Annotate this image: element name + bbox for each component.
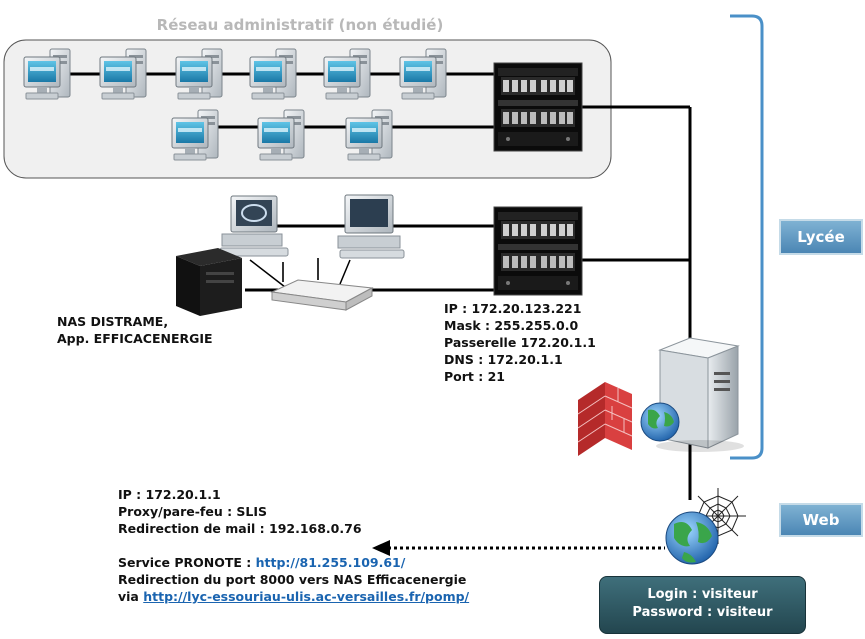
redirect-arrow — [372, 540, 665, 556]
via-line: via http://lyc-essouriau-ulis.ac-versail… — [118, 588, 469, 605]
pronote-link[interactable]: http://81.255.109.61/ — [255, 555, 406, 570]
port-redirection: Redirection du port 8000 vers NAS Effica… — [118, 572, 467, 587]
switch-gateway: Passerelle 172.20.1.1 — [444, 335, 596, 350]
globe-icon — [640, 402, 680, 442]
switch-dns: DNS : 172.20.1.1 — [444, 352, 563, 367]
pomp-link[interactable]: http://lyc-essouriau-ulis.ac-versailles.… — [143, 589, 470, 604]
router-links — [249, 259, 351, 288]
via-label: via — [118, 589, 144, 604]
pronote-label: Service PRONOTE : — [118, 555, 256, 570]
nas-caption: NAS DISTRAME, App. EFFICACENERGIE — [57, 313, 213, 347]
globe-icon — [665, 511, 719, 565]
lycee-label: Lycée — [779, 219, 863, 255]
web-label: Web — [779, 503, 863, 537]
rack-switch-icon — [493, 206, 583, 296]
nas-caption-line: NAS DISTRAME, — [57, 314, 169, 329]
switch-config: IP : 172.20.123.221 Mask : 255.255.0.0 P… — [444, 300, 596, 385]
mail-redirection: Redirection de mail : 192.168.0.76 — [118, 521, 362, 536]
rack-switch-icon — [493, 62, 583, 152]
login-user: Login : visiteur — [647, 587, 758, 602]
switch-ip: IP : 172.20.123.221 — [444, 301, 582, 316]
lycee-workstation-2 — [337, 194, 405, 259]
switch-mask: Mask : 255.255.0.0 — [444, 318, 579, 333]
firewall-icon — [577, 382, 633, 456]
nas-caption-line: App. EFFICACENERGIE — [57, 331, 213, 346]
lycee-workstation-1 — [219, 195, 289, 257]
lycee-bracket — [730, 14, 764, 460]
pronote-line: Service PRONOTE : http://81.255.109.61/ — [118, 554, 469, 571]
login-box: Login : visiteur Password : visiteur — [599, 576, 806, 634]
admin-network-title: Réseau administratif (non étudié) — [156, 16, 444, 34]
login-password: Password : visiteur — [632, 605, 773, 620]
nas-tower-icon — [176, 248, 242, 316]
switch-port: Port : 21 — [444, 369, 505, 384]
proxy-ip: IP : 172.20.1.1 — [118, 487, 221, 502]
server-icon — [656, 337, 744, 452]
proxy-info: IP : 172.20.1.1 Proxy/pare-feu : SLIS Re… — [118, 486, 469, 605]
proxy-name: Proxy/pare-feu : SLIS — [118, 504, 268, 519]
router-icon — [270, 258, 374, 311]
